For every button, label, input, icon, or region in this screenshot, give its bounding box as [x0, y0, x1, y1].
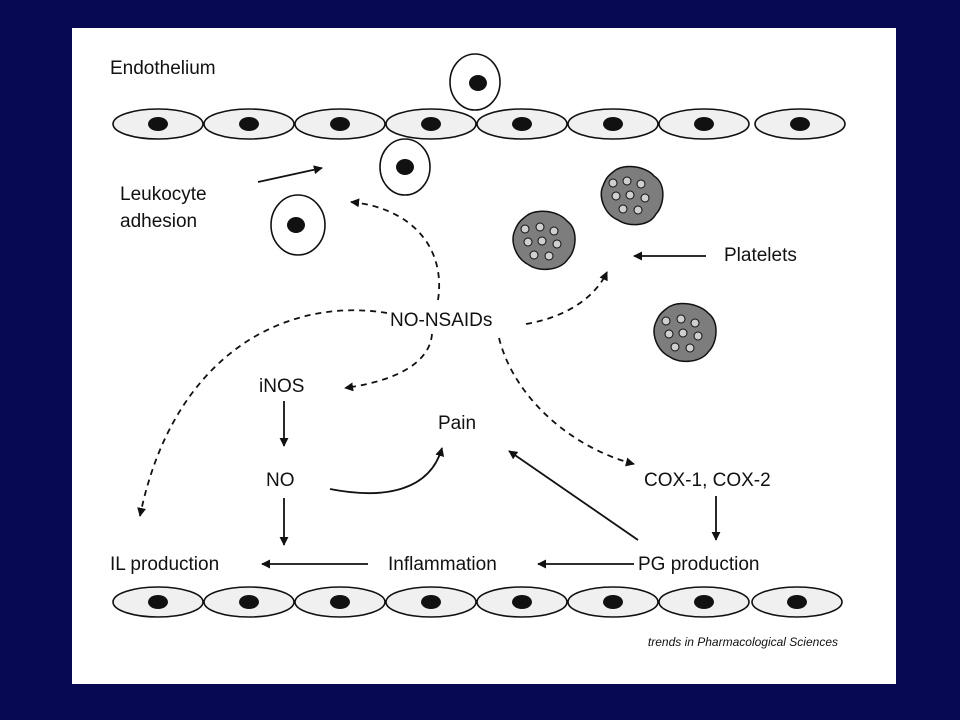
- platelet-granule: [664, 329, 674, 339]
- platelet-granule: [549, 226, 559, 236]
- label-cox: COX-1, COX-2: [644, 470, 771, 491]
- platelet-granule: [640, 193, 650, 203]
- dashed-arrows: [137, 198, 635, 517]
- label-platelets: Platelets: [724, 245, 797, 266]
- platelet-granule: [622, 176, 632, 186]
- cell-nucleus: [239, 117, 259, 131]
- platelet-granule: [608, 178, 618, 188]
- cell-nucleus: [330, 595, 350, 609]
- label-inflammation: Inflammation: [388, 554, 497, 575]
- label-no: NO: [266, 470, 295, 491]
- nsaid-to-cox-arrow: [498, 337, 635, 467]
- platelet-granule: [693, 331, 703, 341]
- platelet-granule: [633, 205, 643, 215]
- cell-nucleus: [512, 117, 532, 131]
- cell-nucleus: [694, 117, 714, 131]
- platelet-granule: [529, 250, 539, 260]
- journal-credit: trends in Pharmacological Sciences: [648, 635, 838, 649]
- cell-nucleus: [330, 117, 350, 131]
- label-leukocyte: Leukocyte: [120, 184, 207, 205]
- label-pg-production: PG production: [638, 554, 759, 575]
- platelet-granule: [611, 191, 621, 201]
- label-endothelium: Endothelium: [110, 58, 216, 79]
- label-adhesion: adhesion: [120, 211, 197, 232]
- label-no-nsaids: NO-NSAIDs: [390, 310, 492, 331]
- platelet-granule: [661, 316, 671, 326]
- label-il-production: IL production: [110, 554, 219, 575]
- platelets-group: [512, 165, 717, 363]
- leukocytes: [270, 53, 501, 256]
- labels: Endothelium Leukocyte adhesion Platelets…: [110, 58, 838, 649]
- cell-nucleus: [512, 595, 532, 609]
- platelet-granule: [685, 343, 695, 353]
- platelet-granule: [544, 251, 554, 261]
- endothelium-top: [112, 108, 846, 140]
- solid-arrows: [257, 165, 721, 569]
- cell-nucleus: [790, 117, 810, 131]
- platelet-granule: [625, 190, 635, 200]
- cell-nucleus: [421, 117, 441, 131]
- platelet-granule: [520, 224, 530, 234]
- platelet-granule: [552, 239, 562, 249]
- platelet-granule: [535, 222, 545, 232]
- pathway-diagram: Endothelium Leukocyte adhesion Platelets…: [110, 53, 846, 649]
- platelet-granule: [523, 237, 533, 247]
- cell-nucleus: [787, 595, 807, 609]
- platelet-granule: [678, 328, 688, 338]
- cell-nucleus: [603, 595, 623, 609]
- nsaid-to-leukocyte-arrow: [350, 198, 441, 301]
- cell-nucleus: [239, 595, 259, 609]
- platelet-granule: [537, 236, 547, 246]
- nsaid-to-il-arrow: [137, 309, 388, 517]
- no-to-pain-arrow: [329, 447, 445, 495]
- cell-nucleus: [148, 117, 168, 131]
- pg-to-pain-arrow: [508, 450, 639, 541]
- platelet-granule: [690, 318, 700, 328]
- platelet-granule: [636, 179, 646, 189]
- nsaid-to-inos-arrow: [344, 333, 433, 392]
- cell-nucleus: [421, 595, 441, 609]
- platelet-granule: [670, 342, 680, 352]
- label-pain: Pain: [438, 413, 476, 434]
- label-inos: iNOS: [259, 376, 304, 397]
- endothelium-bottom: [112, 586, 843, 618]
- cell-nucleus: [603, 117, 623, 131]
- leukocyte-nucleus: [287, 217, 305, 233]
- cell-nucleus: [694, 595, 714, 609]
- leukocyte-adhesion-arrow: [257, 165, 323, 183]
- diagram-panel: Endothelium Leukocyte adhesion Platelets…: [72, 28, 896, 684]
- cell-nucleus: [148, 595, 168, 609]
- platelet-granule: [618, 204, 628, 214]
- platelet-granule: [676, 314, 686, 324]
- leukocyte-nucleus: [469, 75, 487, 91]
- leukocyte-nucleus: [396, 159, 414, 175]
- nsaid-to-platelets-arrow: [525, 271, 608, 325]
